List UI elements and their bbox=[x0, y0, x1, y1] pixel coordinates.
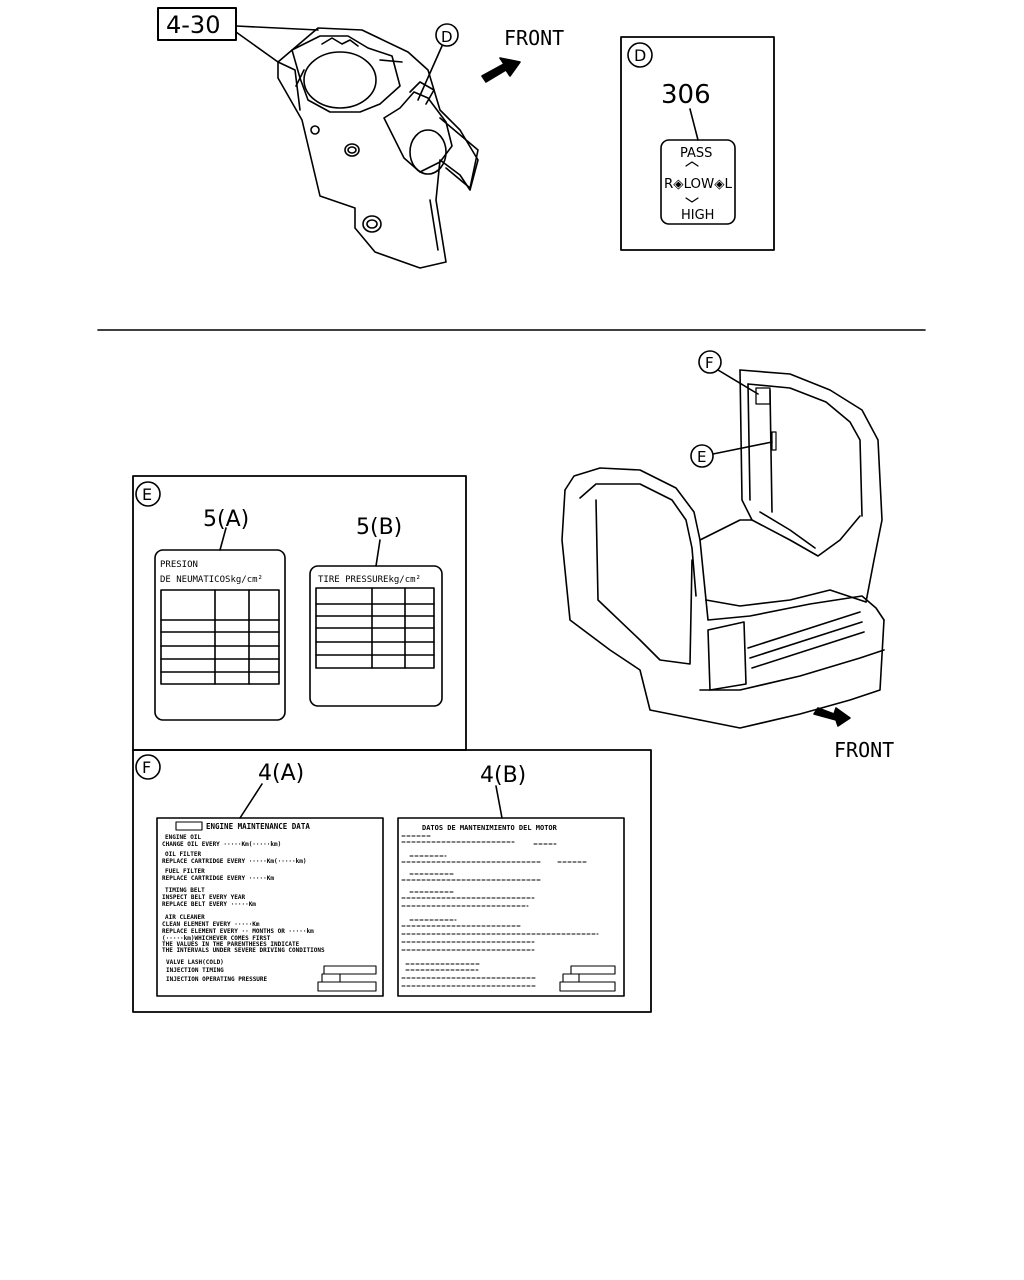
front-arrow-bottom-icon bbox=[813, 707, 851, 727]
cab-marker-f-label: F bbox=[705, 354, 714, 372]
label-4b-dashed-lines bbox=[401, 835, 599, 987]
label-4a-line: TIMING BELT bbox=[165, 887, 205, 894]
panel-d-part-number: 306 bbox=[661, 80, 711, 110]
panel-d-marker: D bbox=[634, 46, 646, 65]
label-5b-title: TIRE PRESSUREkg/cm² bbox=[318, 575, 421, 585]
switch-label-middle: R◈LOW◈L bbox=[664, 177, 733, 192]
switch-assembly-drawing bbox=[277, 27, 479, 269]
front-arrow-top-icon bbox=[481, 57, 521, 83]
label-4a-line: INJECTION OPERATING PRESSURE bbox=[166, 976, 268, 983]
cab-marker-f-callout bbox=[698, 350, 759, 395]
label-4a-line: THE INTERVALS UNDER SEVERE DRIVING CONDI… bbox=[162, 947, 325, 954]
label-4a-line: ENGINE MAINTENANCE DATA bbox=[206, 822, 310, 831]
front-label-bottom: FRONT bbox=[834, 738, 894, 762]
label-4b-title: DATOS DE MANTENIMIENTO DEL MOTOR bbox=[422, 824, 558, 832]
label-4a-line: REPLACE CARTRIDGE EVERY ·····Km(·····km) bbox=[162, 858, 307, 865]
label-4a-line: FUEL FILTER bbox=[165, 868, 205, 875]
cab-drawing bbox=[561, 369, 885, 729]
switch-label-pass: PASS bbox=[680, 146, 712, 161]
label-4a-line: (·····km)WHICHEVER COMES FIRST bbox=[162, 935, 271, 942]
label-4a-line: REPLACE BELT EVERY ·····Km bbox=[162, 901, 256, 908]
cab-marker-e-callout bbox=[690, 441, 773, 468]
cab-marker-e-label: E bbox=[697, 448, 706, 466]
marker-d-callout bbox=[417, 23, 459, 101]
marker-d-top-label: D bbox=[441, 28, 453, 46]
label-4a-line: REPLACE CARTRIDGE EVERY ·····Km bbox=[162, 875, 274, 882]
label-4a-line: INJECTION TIMING bbox=[166, 967, 224, 974]
label-4a-line: REPLACE ELEMENT EVERY ·· MONTHS OR ·····… bbox=[162, 928, 314, 935]
label-4a-text-block: ENGINE MAINTENANCE DATA ENGINE OILCHANGE … bbox=[162, 822, 325, 983]
panel-e-marker: E bbox=[142, 485, 152, 504]
label-4a-line: ENGINE OIL bbox=[165, 834, 202, 841]
panel-e bbox=[132, 475, 467, 751]
part-4-30-label: 4-30 bbox=[166, 11, 220, 39]
part-4-30-callout bbox=[157, 7, 319, 63]
label-4a-ref: 4(A) bbox=[258, 761, 304, 786]
label-5a-title-2: DE NEUMATICOSkg/cm² bbox=[160, 575, 263, 585]
label-4a-line: OIL FILTER bbox=[165, 851, 202, 858]
label-4a-line: CHANGE OIL EVERY ·····Km(·····km) bbox=[162, 841, 281, 848]
label-4a-line: INSPECT BELT EVERY YEAR bbox=[162, 894, 245, 901]
label-5a-ref: 5(A) bbox=[203, 507, 249, 532]
label-4a-line: THE VALUES IN THE PARENTHESES INDICATE bbox=[162, 941, 300, 948]
switch-label-high: HIGH bbox=[681, 208, 714, 223]
label-5a-title-1: PRESION bbox=[160, 560, 198, 570]
panel-f-marker: F bbox=[142, 758, 151, 777]
label-4a-line: CLEAN ELEMENT EVERY ·····Km bbox=[162, 921, 260, 928]
label-4b-ref: 4(B) bbox=[480, 763, 526, 788]
panel-f bbox=[132, 749, 652, 1013]
label-4a-line: AIR CLEANER bbox=[165, 914, 205, 921]
front-label-top: FRONT bbox=[504, 26, 564, 50]
label-4a-line: VALVE LASH(COLD) bbox=[166, 959, 224, 966]
label-5b-ref: 5(B) bbox=[356, 515, 402, 540]
panel-d bbox=[620, 36, 775, 251]
